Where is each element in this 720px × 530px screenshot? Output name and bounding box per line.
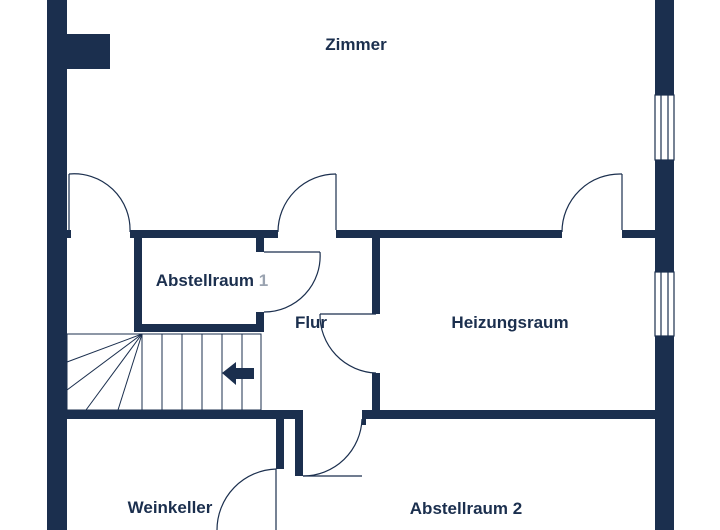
- wall-lower-right: [362, 410, 380, 419]
- wall-abst1-right-top: [256, 230, 264, 252]
- wall-abst2-left-top: [295, 419, 303, 476]
- right-outer-wall-lower: [655, 336, 674, 530]
- right-outer-wall-top: [655, 0, 674, 95]
- wall-heizung-bottom: [372, 410, 655, 419]
- window-upper: [654, 94, 675, 161]
- wall-zimmer-bottom-b: [336, 230, 562, 238]
- room-label-flur: Flur: [294, 313, 328, 332]
- door-abstellraum1: [263, 251, 321, 313]
- wall-abst1-bottom: [134, 324, 264, 332]
- interior-walls: [67, 230, 655, 476]
- outer-walls: [47, 0, 674, 530]
- wall-abst2-left-stub: [362, 419, 366, 425]
- arrow-left-icon: [222, 362, 254, 385]
- wall-weinkeller-right: [276, 419, 284, 469]
- room-label-zimmer: Zimmer: [325, 35, 387, 54]
- door-heizungsraum: [319, 313, 377, 374]
- staircase: [66, 333, 262, 411]
- room-label-heizungsraum: Heizungsraum: [451, 313, 569, 332]
- window-lower: [654, 271, 675, 337]
- door-flur-zimmer: [277, 173, 337, 233]
- room-label-weinkeller: Weinkeller: [127, 498, 213, 517]
- wall-abst1-right-bottom: [256, 312, 264, 332]
- door-left-corridor: [68, 173, 131, 233]
- wall-heizung-left-top: [372, 230, 380, 314]
- abstellraum-1-name: Abstellraum: [155, 271, 255, 290]
- room-label-abstellraum-2: Abstellraum 2: [409, 499, 523, 518]
- windows: [654, 94, 675, 337]
- wall-zimmer-bottom-a: [130, 230, 278, 238]
- doors: [68, 173, 623, 530]
- wall-zimmer-left-stub: [67, 230, 71, 238]
- right-outer-wall-mid: [655, 160, 674, 272]
- wall-zimmer-bottom-c: [622, 230, 655, 238]
- stair-outline: [66, 333, 262, 411]
- wall-heizung-left-bottom: [372, 373, 380, 419]
- abstellraum-1-number: 1: [258, 271, 269, 290]
- door-weinkeller: [216, 468, 277, 530]
- room-label-abstellraum-1: Abstellraum 1: [156, 271, 268, 291]
- left-outer-wall: [47, 0, 67, 530]
- door-abstellraum2: [302, 418, 363, 477]
- wall-lower-left: [67, 410, 303, 419]
- chimney-block: [67, 34, 110, 69]
- door-zimmer-right: [561, 173, 623, 233]
- wall-abst1-left: [134, 230, 142, 332]
